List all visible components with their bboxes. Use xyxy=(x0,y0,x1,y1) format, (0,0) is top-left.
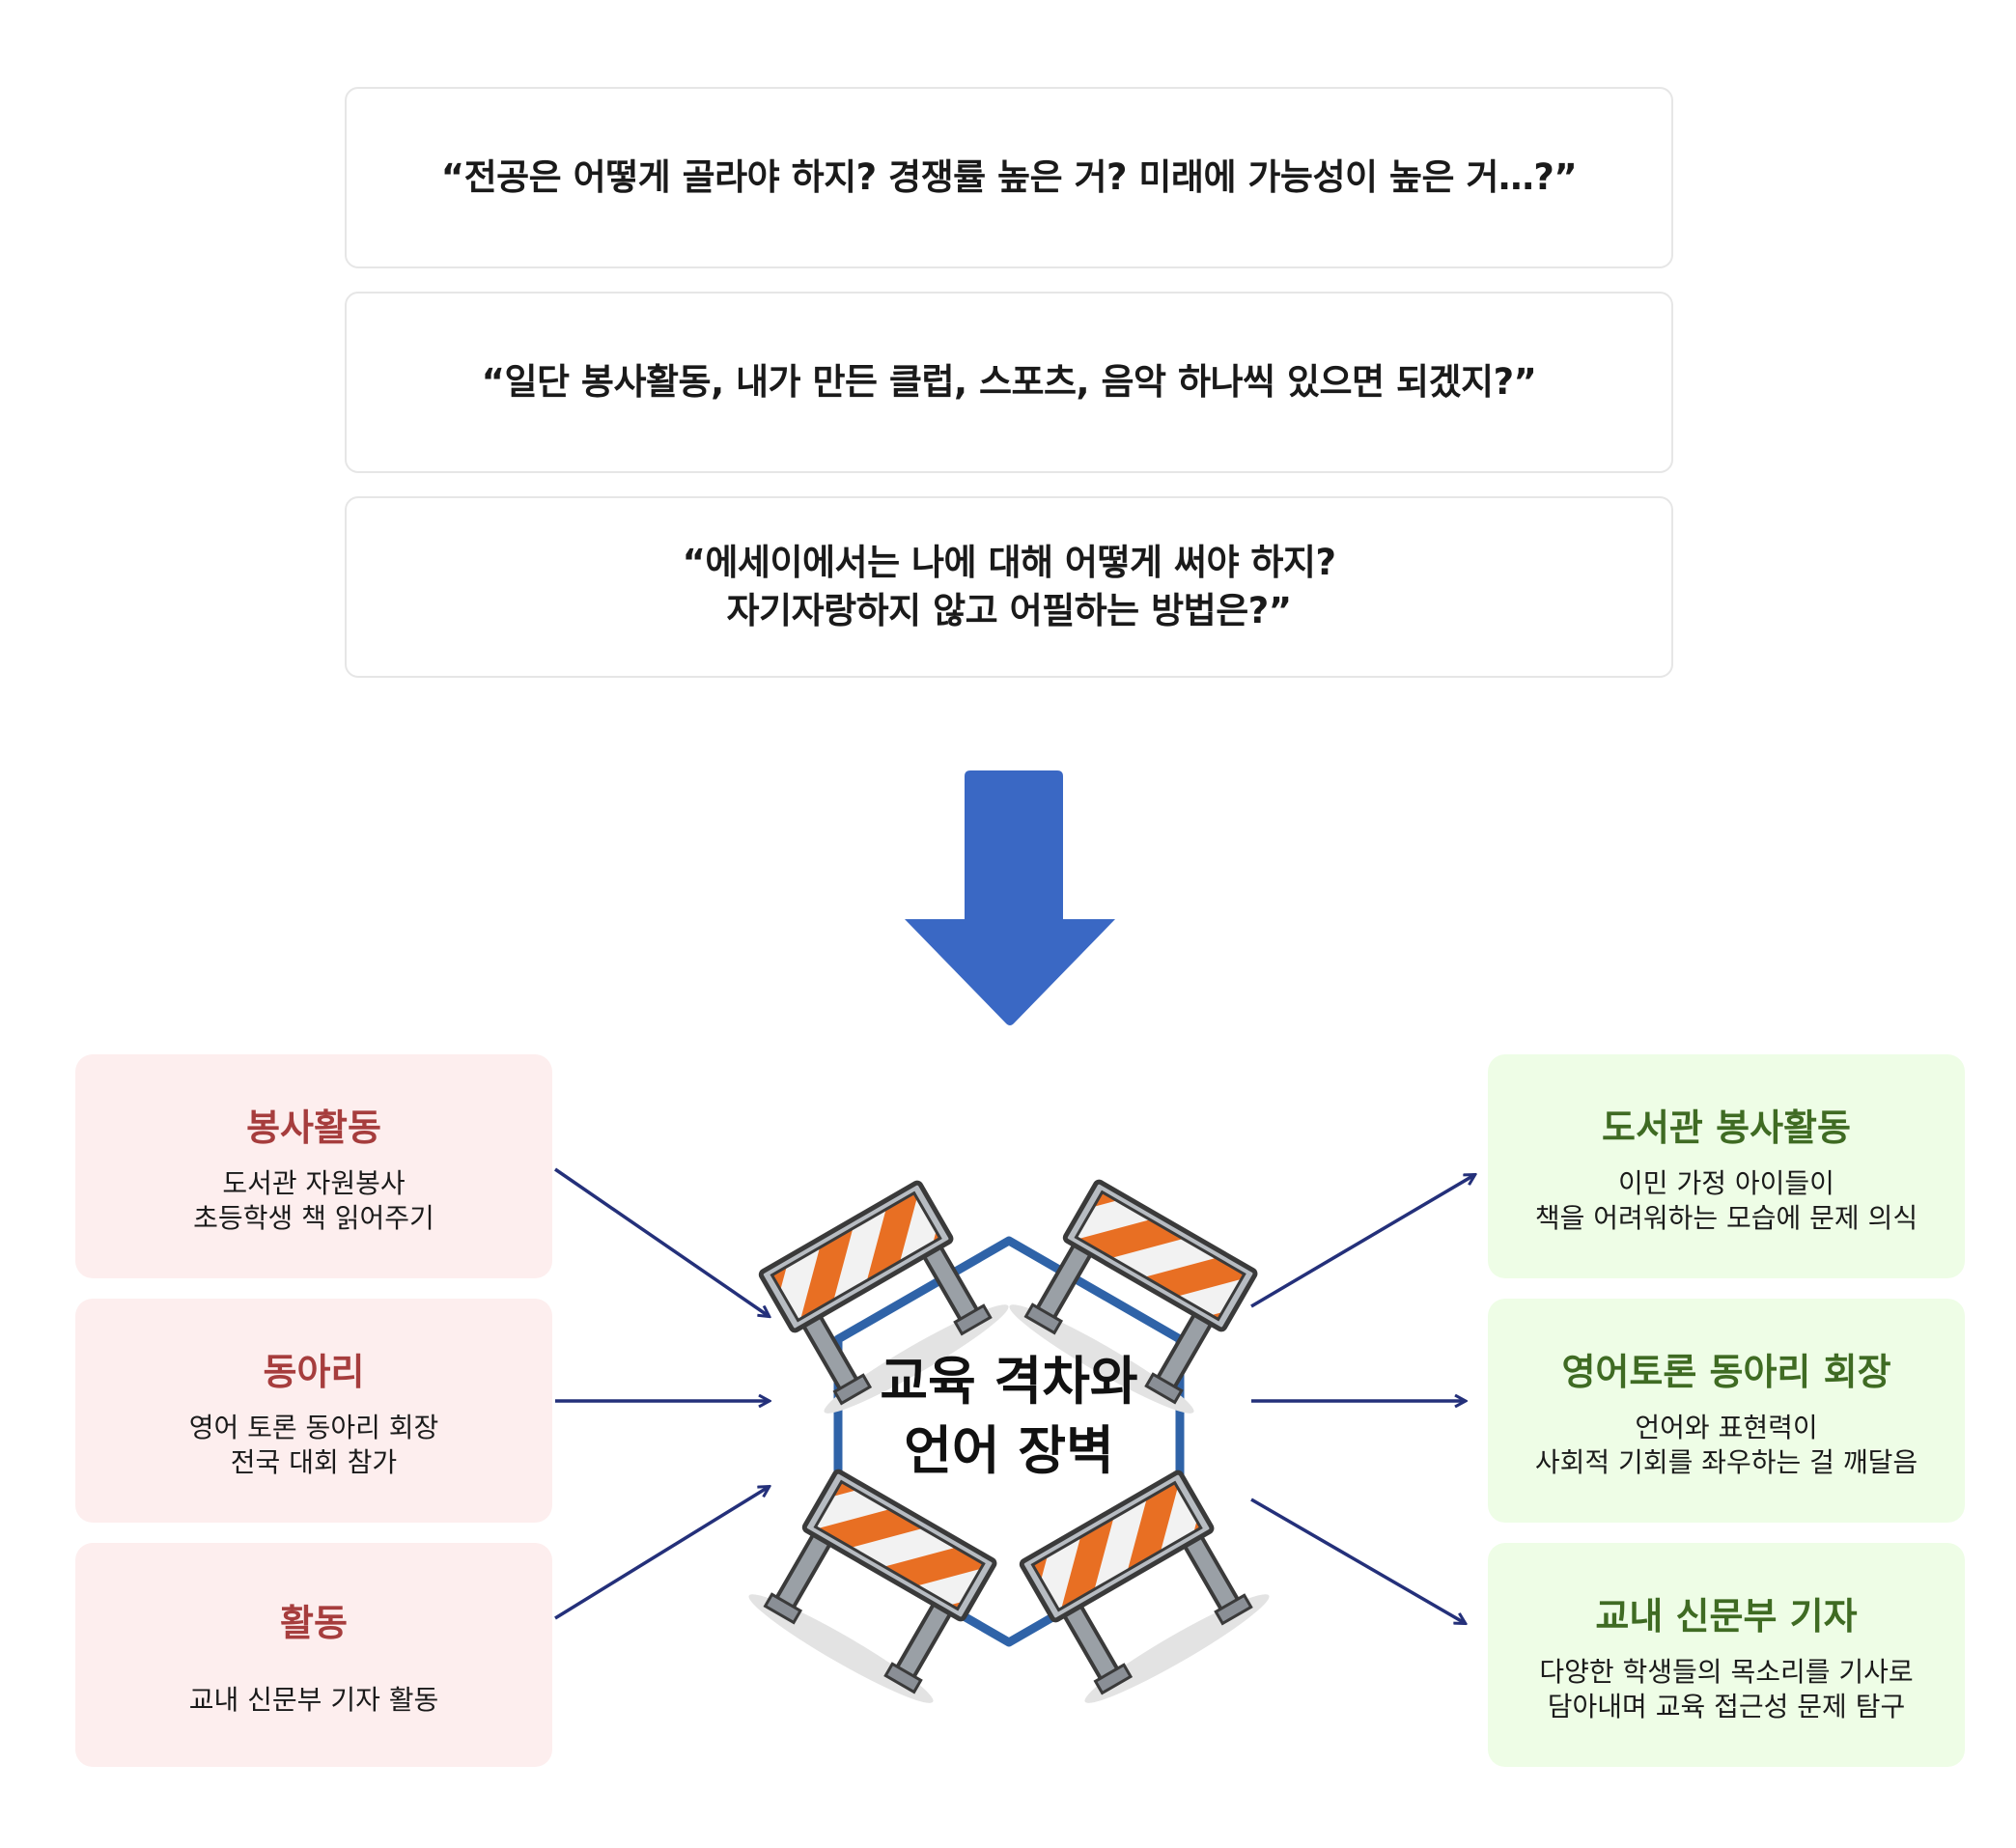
center-label-line-1: 교육 격차와 xyxy=(880,1351,1138,1412)
box-title: 동아리 xyxy=(263,1350,365,1393)
connector-arrow xyxy=(554,1487,769,1620)
box-description-line: 전국 대회 참가 xyxy=(230,1445,398,1478)
question-box-essay: “에세이에서는 나에 대해 어떻게 써야 하지? 자기자랑하지 않고 어필하는 … xyxy=(345,496,1673,678)
left-box-club: 동아리 영어 토론 동아리 회장 전국 대회 참가 xyxy=(75,1299,552,1523)
box-description-line: 다양한 학생들의 목소리를 기사로 xyxy=(1539,1655,1914,1688)
center-label: 교육 격차와 언어 장벽 xyxy=(830,1347,1188,1486)
box-title: 활동 xyxy=(280,1601,348,1644)
box-description: 다양한 학생들의 목소리를 기사로 담아내며 교육 접근성 문제 탐구 xyxy=(1539,1655,1913,1724)
question-text: “일단 봉사활동, 내가 만든 클럽, 스포츠, 음악 하나씩 있으면 되겠지?… xyxy=(481,361,1537,403)
box-title: 도서관 봉사활동 xyxy=(1602,1106,1851,1149)
right-box-newspaper-reporter: 교내 신문부 기자 다양한 학생들의 목소리를 기사로 담아내며 교육 접근성 … xyxy=(1488,1543,1965,1767)
box-description-line: 담아내며 교육 접근성 문제 탐구 xyxy=(1547,1690,1906,1722)
box-description: 도서관 자원봉사 초등학생 책 읽어주기 xyxy=(193,1166,434,1236)
box-description-line: 이민 가정 아이들이 xyxy=(1618,1166,1834,1199)
box-description: 이민 가정 아이들이 책을 어려워하는 모습에 문제 의식 xyxy=(1535,1166,1918,1236)
box-description-line: 교내 신문부 기자 활동 xyxy=(188,1683,439,1716)
right-box-library-volunteer: 도서관 봉사활동 이민 가정 아이들이 책을 어려워하는 모습에 문제 의식 xyxy=(1488,1054,1965,1278)
question-box-major: “전공은 어떻게 골라야 하지? 경쟁률 높은 거? 미래에 가능성이 높은 거… xyxy=(345,87,1673,268)
connector-arrow xyxy=(1250,1175,1474,1308)
box-title: 영어토론 동아리 회장 xyxy=(1561,1350,1891,1393)
box-description: 영어 토론 동아리 회장 전국 대회 참가 xyxy=(189,1411,439,1480)
box-title: 봉사활동 xyxy=(246,1106,381,1149)
question-box-activities: “일단 봉사활동, 내가 만든 클럽, 스포츠, 음악 하나씩 있으면 되겠지?… xyxy=(345,292,1673,473)
down-arrow-icon xyxy=(905,770,1115,1025)
box-description-line: 책을 어려워하는 모습에 문제 의식 xyxy=(1534,1201,1918,1234)
box-description-line: 도서관 자원봉사 xyxy=(222,1166,406,1199)
question-text-line-2: 자기자랑하지 않고 어필하는 방법은?” xyxy=(726,590,1292,631)
left-box-activity: 활동 교내 신문부 기자 활동 xyxy=(75,1543,552,1767)
box-description-line: 영어 토론 동아리 회장 xyxy=(188,1411,439,1443)
box-description: 언어와 표현력이 사회적 기회를 좌우하는 걸 깨달음 xyxy=(1535,1411,1918,1480)
question-text: “전공은 어떻게 골라야 하지? 경쟁률 높은 거? 미래에 가능성이 높은 거… xyxy=(440,156,1578,198)
box-description: 교내 신문부 기자 활동 xyxy=(189,1683,439,1718)
question-text-line-1: “에세이에서는 나에 대해 어떻게 써야 하지? xyxy=(682,542,1336,583)
left-box-volunteer: 봉사활동 도서관 자원봉사 초등학생 책 읽어주기 xyxy=(75,1054,552,1278)
box-description-line: 언어와 표현력이 xyxy=(1635,1411,1818,1443)
connector-arrow xyxy=(1250,1498,1465,1623)
box-description-line: 사회적 기회를 좌우하는 걸 깨달음 xyxy=(1534,1445,1918,1478)
box-description-line: 초등학생 책 읽어주기 xyxy=(193,1201,434,1234)
center-label-line-2: 언어 장벽 xyxy=(904,1420,1114,1481)
right-box-debate-president: 영어토론 동아리 회장 언어와 표현력이 사회적 기회를 좌우하는 걸 깨달음 xyxy=(1488,1299,1965,1523)
connector-arrow xyxy=(554,1167,769,1316)
box-title: 교내 신문부 기자 xyxy=(1595,1594,1858,1638)
